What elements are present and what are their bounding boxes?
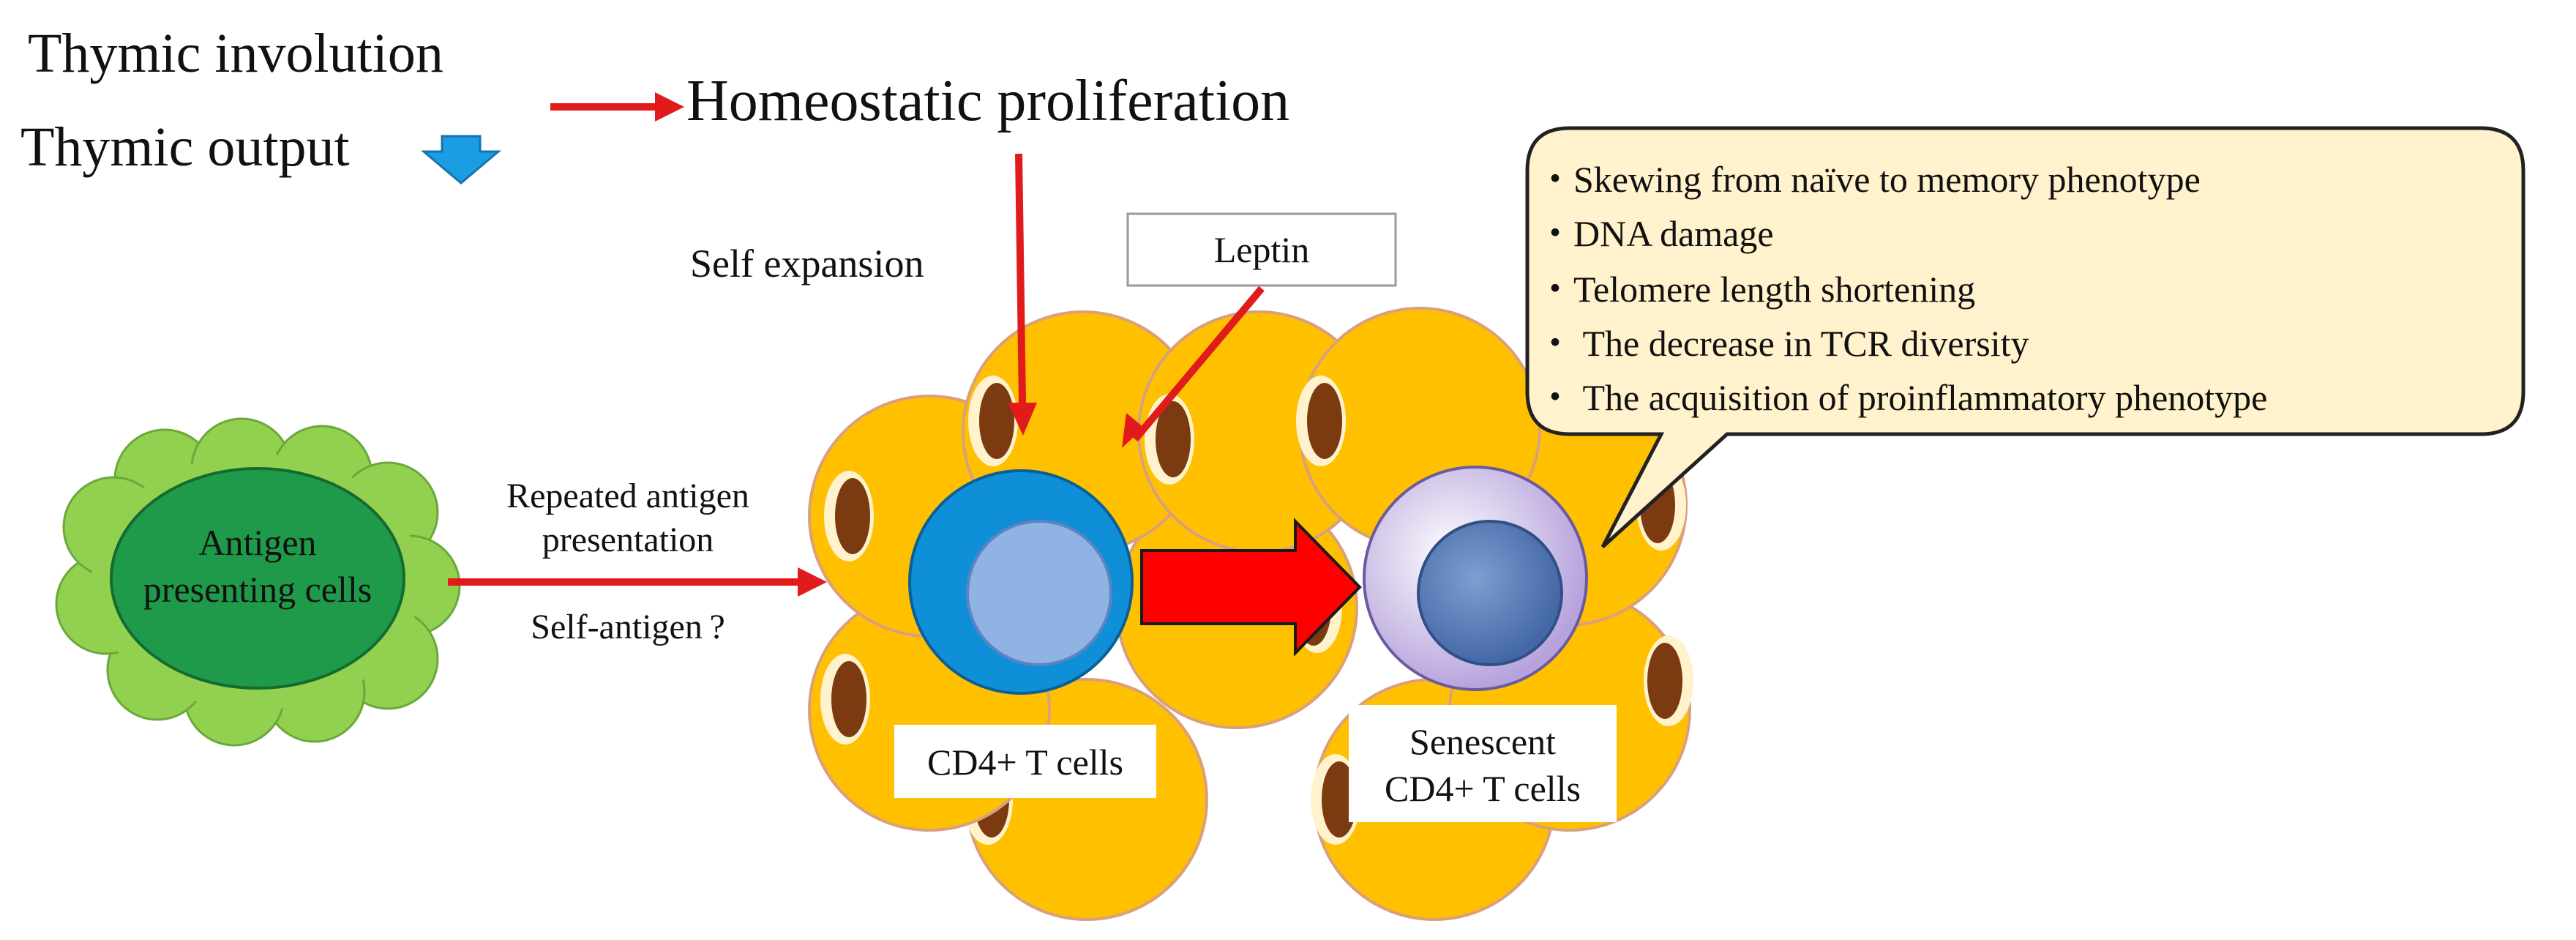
apc-label-line1: Antigen bbox=[198, 522, 316, 563]
callout-item: ・ The decrease in TCR diversity bbox=[1537, 323, 2029, 364]
phenotype-callout bbox=[1525, 126, 2526, 548]
senescent-cd4-t-cell bbox=[1363, 466, 1588, 691]
leptin-text: Leptin bbox=[1214, 229, 1310, 270]
senescence-transition-arrow bbox=[1140, 518, 1362, 657]
cd4-label-text: CD4+ T cells bbox=[927, 742, 1123, 783]
cd4-label-box bbox=[894, 725, 1156, 798]
apc-label-line2: presenting cells bbox=[143, 569, 372, 610]
thymic-output-text: Thymic output bbox=[20, 116, 350, 178]
apc-to-cd4-arrowhead bbox=[798, 567, 827, 597]
thymic-involution-text: Thymic involution bbox=[28, 23, 443, 84]
homeostatic-proliferation-text: Homeostatic proliferation bbox=[686, 69, 1289, 133]
senescent-label-box bbox=[1349, 705, 1617, 822]
callout-item: ・Telomere length shortening bbox=[1537, 269, 1975, 310]
leptin-box bbox=[1126, 212, 1397, 287]
self-antigen-text: Self-antigen ? bbox=[531, 608, 725, 646]
decrease-arrow-icon bbox=[420, 135, 502, 184]
callout-item: ・Skewing from naïve to memory phenotype bbox=[1537, 159, 2201, 200]
leptin-to-cd4-arrow-line bbox=[1132, 286, 1265, 442]
apc-nucleus bbox=[110, 467, 405, 690]
senescent-label-line2: CD4+ T cells bbox=[1385, 768, 1581, 809]
presentation-text: presentation bbox=[542, 521, 714, 559]
senescent-label-line1: Senescent bbox=[1409, 721, 1556, 762]
cd4-t-cell bbox=[908, 469, 1134, 695]
proliferation-to-cd4-arrow-line bbox=[1015, 153, 1026, 403]
self-expansion-text: Self expansion bbox=[690, 242, 924, 286]
repeated-antigen-text: Repeated antigen bbox=[506, 477, 749, 515]
output-to-proliferation-arrowhead bbox=[655, 92, 684, 122]
leptin-to-cd4-arrowhead bbox=[1122, 413, 1144, 448]
antigen-presenting-cell: Antigen presenting cells bbox=[55, 417, 461, 747]
callout-item: ・ The acquisition of proinflammatory phe… bbox=[1537, 377, 2267, 418]
callout-item: ・DNA damage bbox=[1537, 213, 1774, 254]
proliferation-to-cd4-arrowhead bbox=[1008, 403, 1037, 436]
